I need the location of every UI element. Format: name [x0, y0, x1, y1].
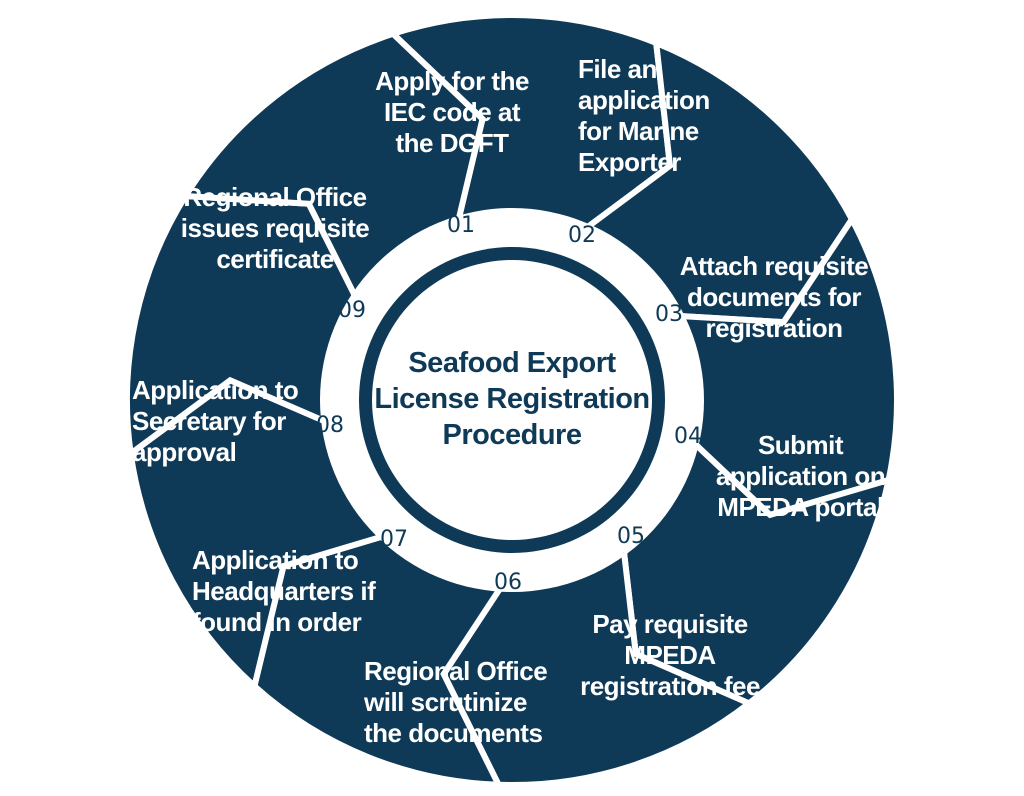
- step-04-text: Submit application on MPEDA portal: [715, 430, 886, 522]
- step-01-text: Apply for the IEC code at the DGFT: [375, 66, 529, 158]
- step-05-text: Pay requisite MPEDA registration fee: [580, 609, 760, 701]
- step-08-number: 08: [316, 413, 344, 438]
- center-disk: [372, 260, 652, 540]
- step-05-number: 05: [617, 524, 645, 549]
- step-07-number: 07: [380, 527, 408, 552]
- step-06-number: 06: [494, 570, 522, 595]
- step-02-text: File an application for Marine Exporter: [578, 54, 710, 177]
- step-09-number: 09: [338, 298, 366, 323]
- step-08-text: Application to Secretary for approval: [132, 375, 299, 467]
- center-title: Seafood Export License Registration Proc…: [374, 347, 650, 451]
- step-07-text: Application to Headquarters if found in …: [192, 545, 376, 637]
- step-03-text: Attach requisite documents for registrat…: [679, 251, 869, 343]
- step-04-number: 04: [674, 424, 702, 449]
- step-03-number: 03: [655, 302, 683, 327]
- step-09-text: Regional Office issues requisite certifi…: [180, 182, 370, 274]
- step-01-number: 01: [447, 213, 475, 238]
- step-02-number: 02: [568, 223, 596, 248]
- step-06-text: Regional Office will scrutinize the docu…: [364, 656, 548, 748]
